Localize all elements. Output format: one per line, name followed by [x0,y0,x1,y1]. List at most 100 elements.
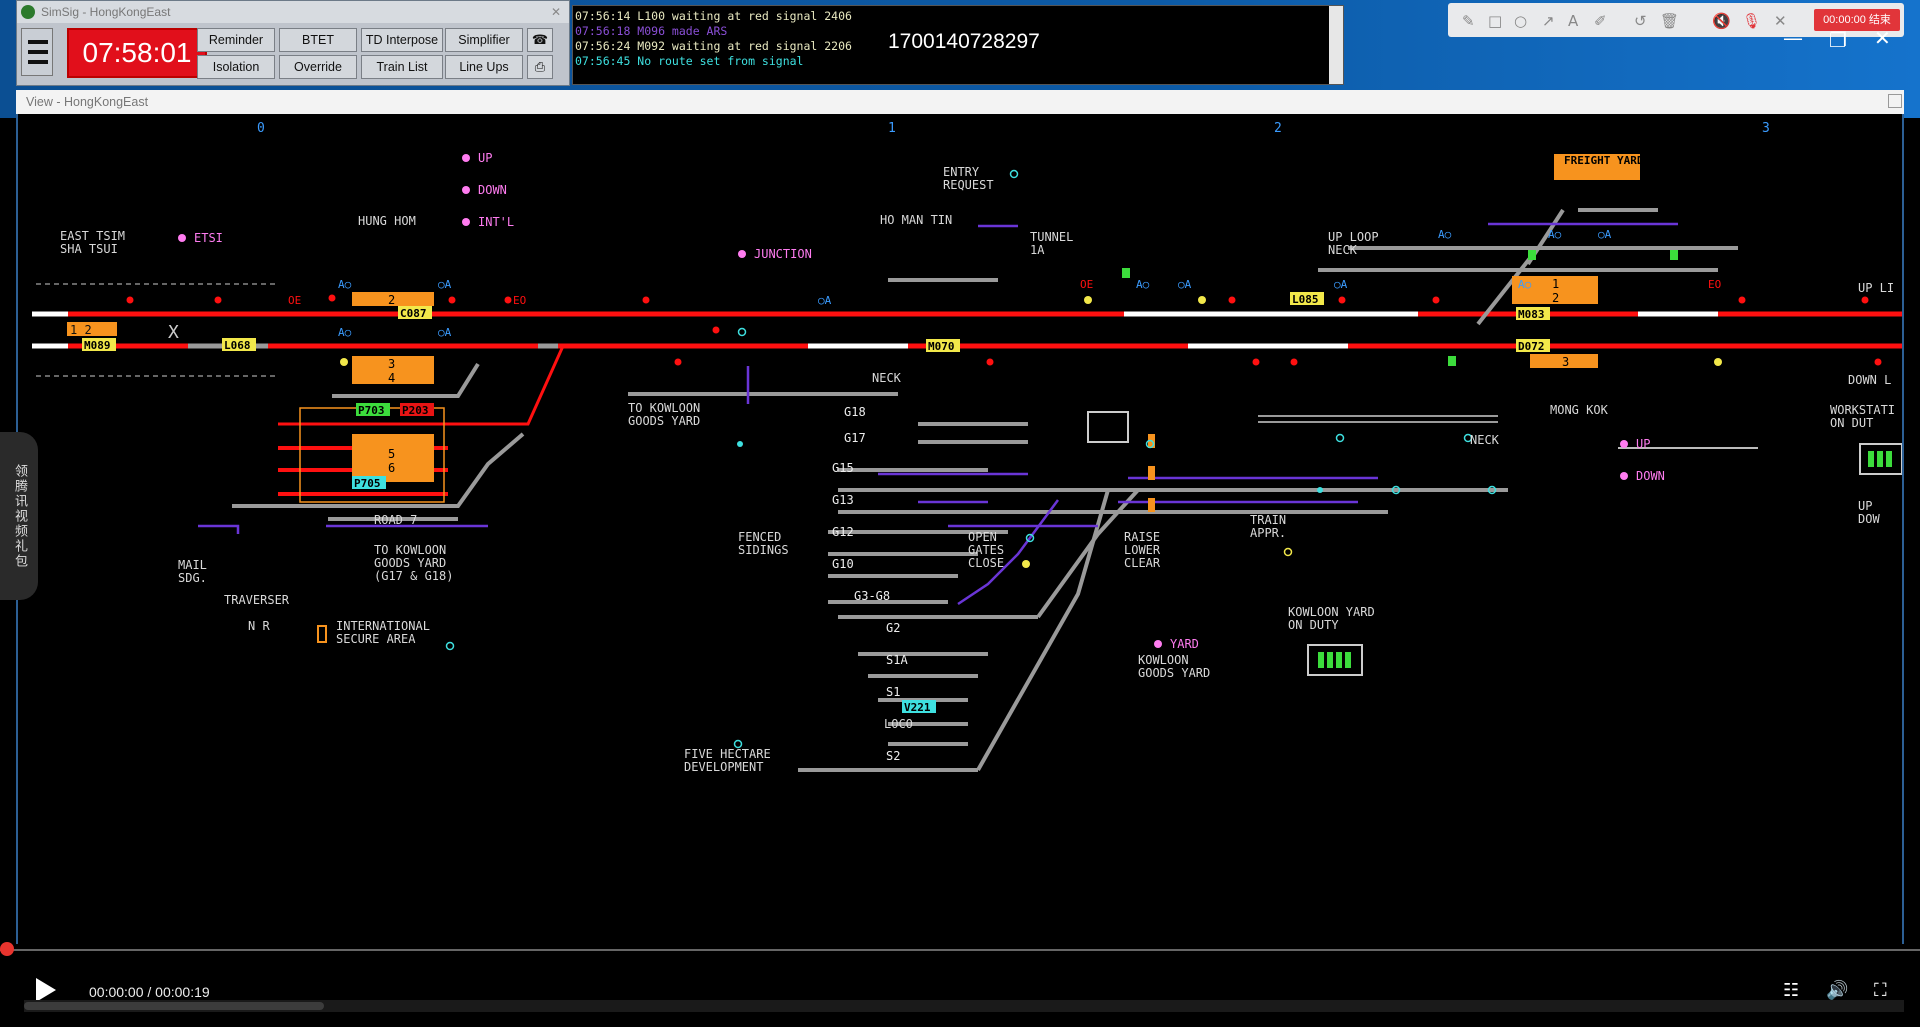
gate-control-box[interactable] [1087,411,1129,443]
svg-text:5: 5 [388,447,395,461]
simsig-logo-icon [21,5,35,19]
area-label: TRAVERSER [224,593,290,607]
video-player-bar [0,944,1920,1027]
override-button[interactable]: Override [279,55,357,79]
phone-button[interactable]: ☎ [527,28,553,52]
freight-yard-block[interactable] [1554,154,1640,180]
fullscreen-icon[interactable]: ⛶ [1874,980,1887,1001]
close-window-icon[interactable]: ✕ [1874,26,1891,50]
minimize-icon[interactable]: — [1783,26,1803,50]
down-function[interactable]: DOWN [478,183,507,197]
svg-text:○A: ○A [1334,278,1348,291]
message-line: 07:56:24 M092 waiting at red signal 2206 [575,39,852,53]
train-description[interactable]: P703 [358,404,385,417]
siding-label: G17 [844,431,866,445]
siding-label: G15 [832,461,854,475]
close-icon[interactable]: ✕ [550,5,561,19]
svg-text:○A: ○A [438,278,452,291]
mic-mute-icon[interactable]: 🎙 [1742,12,1762,30]
train-description[interactable]: L085 [1292,293,1319,306]
train-description[interactable]: M070 [928,340,955,353]
etsi-function[interactable]: ETSI [194,231,223,245]
svg-text:A○: A○ [338,278,352,291]
print-button[interactable]: ⎙ [527,55,553,79]
siding-label: S1 [886,685,900,699]
maximize-icon[interactable] [1888,94,1902,108]
mk-up-function[interactable]: UP [1636,437,1650,451]
simplifier-button[interactable]: Simplifier [445,28,523,52]
workstation-duty-box[interactable] [1859,443,1902,475]
restore-icon[interactable]: ❐ [1829,28,1847,52]
td-interpose-button[interactable]: TD Interpose [361,28,443,52]
text-icon[interactable]: A [1568,12,1579,30]
up-function[interactable]: UP [478,151,492,165]
line-ups-button[interactable]: Line Ups [445,55,523,79]
volume-icon[interactable]: 🔊 [1826,980,1849,1001]
train-description[interactable]: D072 [1518,340,1545,353]
yard-function[interactable]: YARD [1170,637,1199,651]
speaker-mute-icon[interactable]: 🔇 [1712,12,1731,30]
train-description[interactable]: P203 [402,404,429,417]
sim-clock[interactable]: 07:58:01 [67,28,207,78]
train-description[interactable]: M089 [84,339,111,352]
side-promo-panel[interactable]: 领腾讯视频礼包 [0,432,38,600]
kowloon-yard-lead[interactable] [838,488,1508,514]
train-description[interactable]: C087 [400,307,427,320]
highlighter-icon[interactable]: ✐ [1594,12,1607,30]
trash-icon[interactable]: 🗑 [1660,12,1680,30]
train-list-button[interactable]: Train List [361,55,443,79]
siding-label: G10 [832,557,854,571]
signalling-diagram[interactable]: 0 1 2 3 [16,114,1904,944]
reminder-button[interactable]: Reminder [197,28,275,52]
playlist-icon[interactable]: ☷ [1783,980,1800,1001]
play-icon[interactable] [36,978,56,1002]
area-label: HO MAN TIN [880,213,952,227]
control-window-titlebar: SimSig - HongKongEast ✕ [17,1,569,23]
train-description[interactable]: P705 [354,477,381,490]
arrow-icon[interactable]: ↗ [1542,12,1555,30]
area-label: LOCO [884,717,913,731]
platform-2[interactable] [352,292,434,306]
pen-icon[interactable]: ✎ [1462,12,1475,30]
rectangle-icon[interactable]: □ [1488,12,1503,30]
grid-label: 1 [888,121,896,136]
printer-icon: ⎙ [534,59,546,74]
view-title: View - HongKongEast [26,95,149,109]
platform-3-4[interactable] [352,356,434,384]
close-toolbar-icon[interactable]: ✕ [1774,12,1787,30]
platform-5-6[interactable] [352,434,434,482]
svg-text:○A: ○A [1598,228,1612,241]
kowloon-yard-duty-box[interactable] [1307,644,1363,676]
svg-text:○A: ○A [1178,278,1192,291]
stop-recording-button[interactable]: 00:00:00 结束 [1814,9,1900,31]
message-log[interactable]: 07:56:14 L100 waiting at red signal 2406… [572,5,1344,85]
svg-text:EO: EO [1708,278,1721,291]
scrollbar-thumb[interactable] [24,1002,324,1010]
btet-button[interactable]: BTET [279,28,357,52]
mong-kok-platform-1-2[interactable] [1512,276,1598,304]
svg-text:1 2: 1 2 [70,323,92,337]
train-description[interactable]: M083 [1518,308,1545,321]
platform-1-2[interactable] [67,322,117,336]
area-label: MONG KOK [1550,403,1609,417]
mong-kok-platform-3[interactable] [1530,354,1598,368]
progress-handle[interactable] [0,942,14,956]
mk-down-function[interactable]: DOWN [1636,469,1665,483]
message-scrollbar[interactable] [1329,6,1343,84]
menu-button[interactable] [21,28,53,76]
circle-icon[interactable]: ○ [1514,12,1528,30]
undo-icon[interactable]: ↺ [1634,12,1647,30]
train-description[interactable]: L068 [224,339,251,352]
isolation-button[interactable]: Isolation [197,55,275,79]
progress-bar[interactable] [0,949,1920,951]
horizontal-scrollbar[interactable] [24,1000,1904,1012]
intl-function[interactable]: INT'L [478,215,514,229]
train-description[interactable]: V221 [904,701,931,714]
junction-function[interactable]: JUNCTION [754,247,812,261]
track-layout[interactable]: 0 1 2 3 [18,114,1902,944]
